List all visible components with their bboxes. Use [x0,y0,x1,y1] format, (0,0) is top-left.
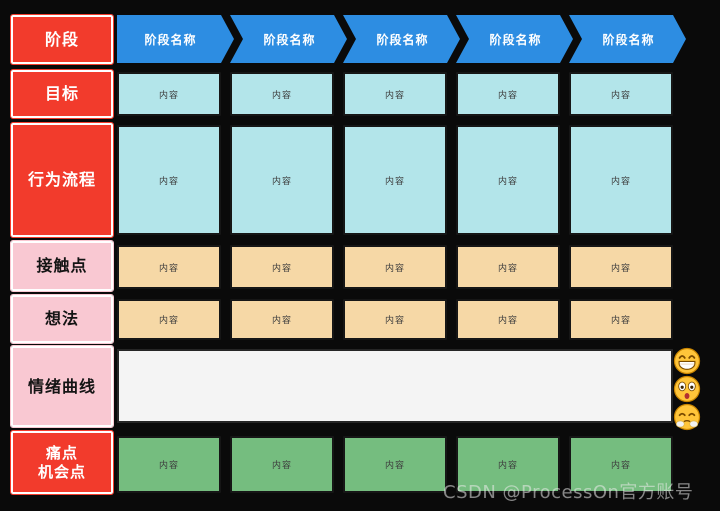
row-label-stage-text: 阶段 [44,29,79,49]
painpoint-cell-3: 内容 [343,436,447,493]
painpoint-cell-1: 内容 [117,436,221,493]
stage-arrow-1-text: 阶段名称 [144,32,197,47]
row-label-thoughts-text: 想法 [44,309,79,328]
behavior-cell-5: 内容 [569,125,673,235]
stage-arrow-4: 阶段名称 [456,15,573,63]
behavior-cell-2: 内容 [230,125,334,235]
touchpoint-cell-4: 内容 [456,245,560,289]
thought-cell-2: 内容 [230,299,334,340]
crying-face-icon [673,403,701,431]
row-label-emotion-curve: 情绪曲线 [10,345,114,428]
thought-cell-4: 内容 [456,299,560,340]
stage-arrow-3: 阶段名称 [343,15,460,63]
painpoint-cell-4: 内容 [456,436,560,493]
goal-cell-3: 内容 [343,72,447,116]
row-label-emotion-curve-text: 情绪曲线 [27,376,96,396]
stage-arrow-2-text: 阶段名称 [263,32,316,47]
emotion-curve-cell [117,349,673,423]
row-label-goal-text: 目标 [44,84,79,103]
goal-cell-4: 内容 [456,72,560,116]
goal-cell-2: 内容 [230,72,334,116]
astonished-face-icon [673,375,701,403]
goal-cell-1: 内容 [117,72,221,116]
row-label-goal: 目标 [10,69,114,119]
thought-cell-3: 内容 [343,299,447,340]
row-label-touchpoints-text: 接触点 [36,256,88,275]
painpoint-cell-2: 内容 [230,436,334,493]
watermark: CSDN @ProcessOn官方账号 [443,482,694,503]
behavior-cell-1: 内容 [117,125,221,235]
stage-arrow-5: 阶段名称 [569,15,686,63]
row-label-painpoints: 痛点 机会点 [10,430,114,495]
touchpoint-cell-5: 内容 [569,245,673,289]
row-label-thoughts: 想法 [10,294,114,344]
stage-arrow-3-text: 阶段名称 [376,32,429,47]
touchpoint-cell-2: 内容 [230,245,334,289]
behavior-cell-4: 内容 [456,125,560,235]
touchpoint-cell-1: 内容 [117,245,221,289]
goal-cell-5: 内容 [569,72,673,116]
behavior-cell-3: 内容 [343,125,447,235]
stage-arrow-2: 阶段名称 [230,15,347,63]
row-label-touchpoints: 接触点 [10,240,114,292]
thought-cell-1: 内容 [117,299,221,340]
touchpoint-cell-3: 内容 [343,245,447,289]
grinning-face-icon [673,347,701,375]
stage-arrow-4-text: 阶段名称 [489,32,542,47]
stage-arrow-5-text: 阶段名称 [602,32,655,47]
thought-cell-5: 内容 [569,299,673,340]
row-label-painpoints-line1: 痛点 [45,443,78,462]
row-label-stage: 阶段 [10,14,114,65]
row-label-painpoints-line2: 机会点 [37,462,86,481]
stage-arrow-1: 阶段名称 [117,15,234,63]
row-label-behavior: 行为流程 [10,122,114,238]
row-label-behavior-text: 行为流程 [27,170,96,189]
painpoint-cell-5: 内容 [569,436,673,493]
